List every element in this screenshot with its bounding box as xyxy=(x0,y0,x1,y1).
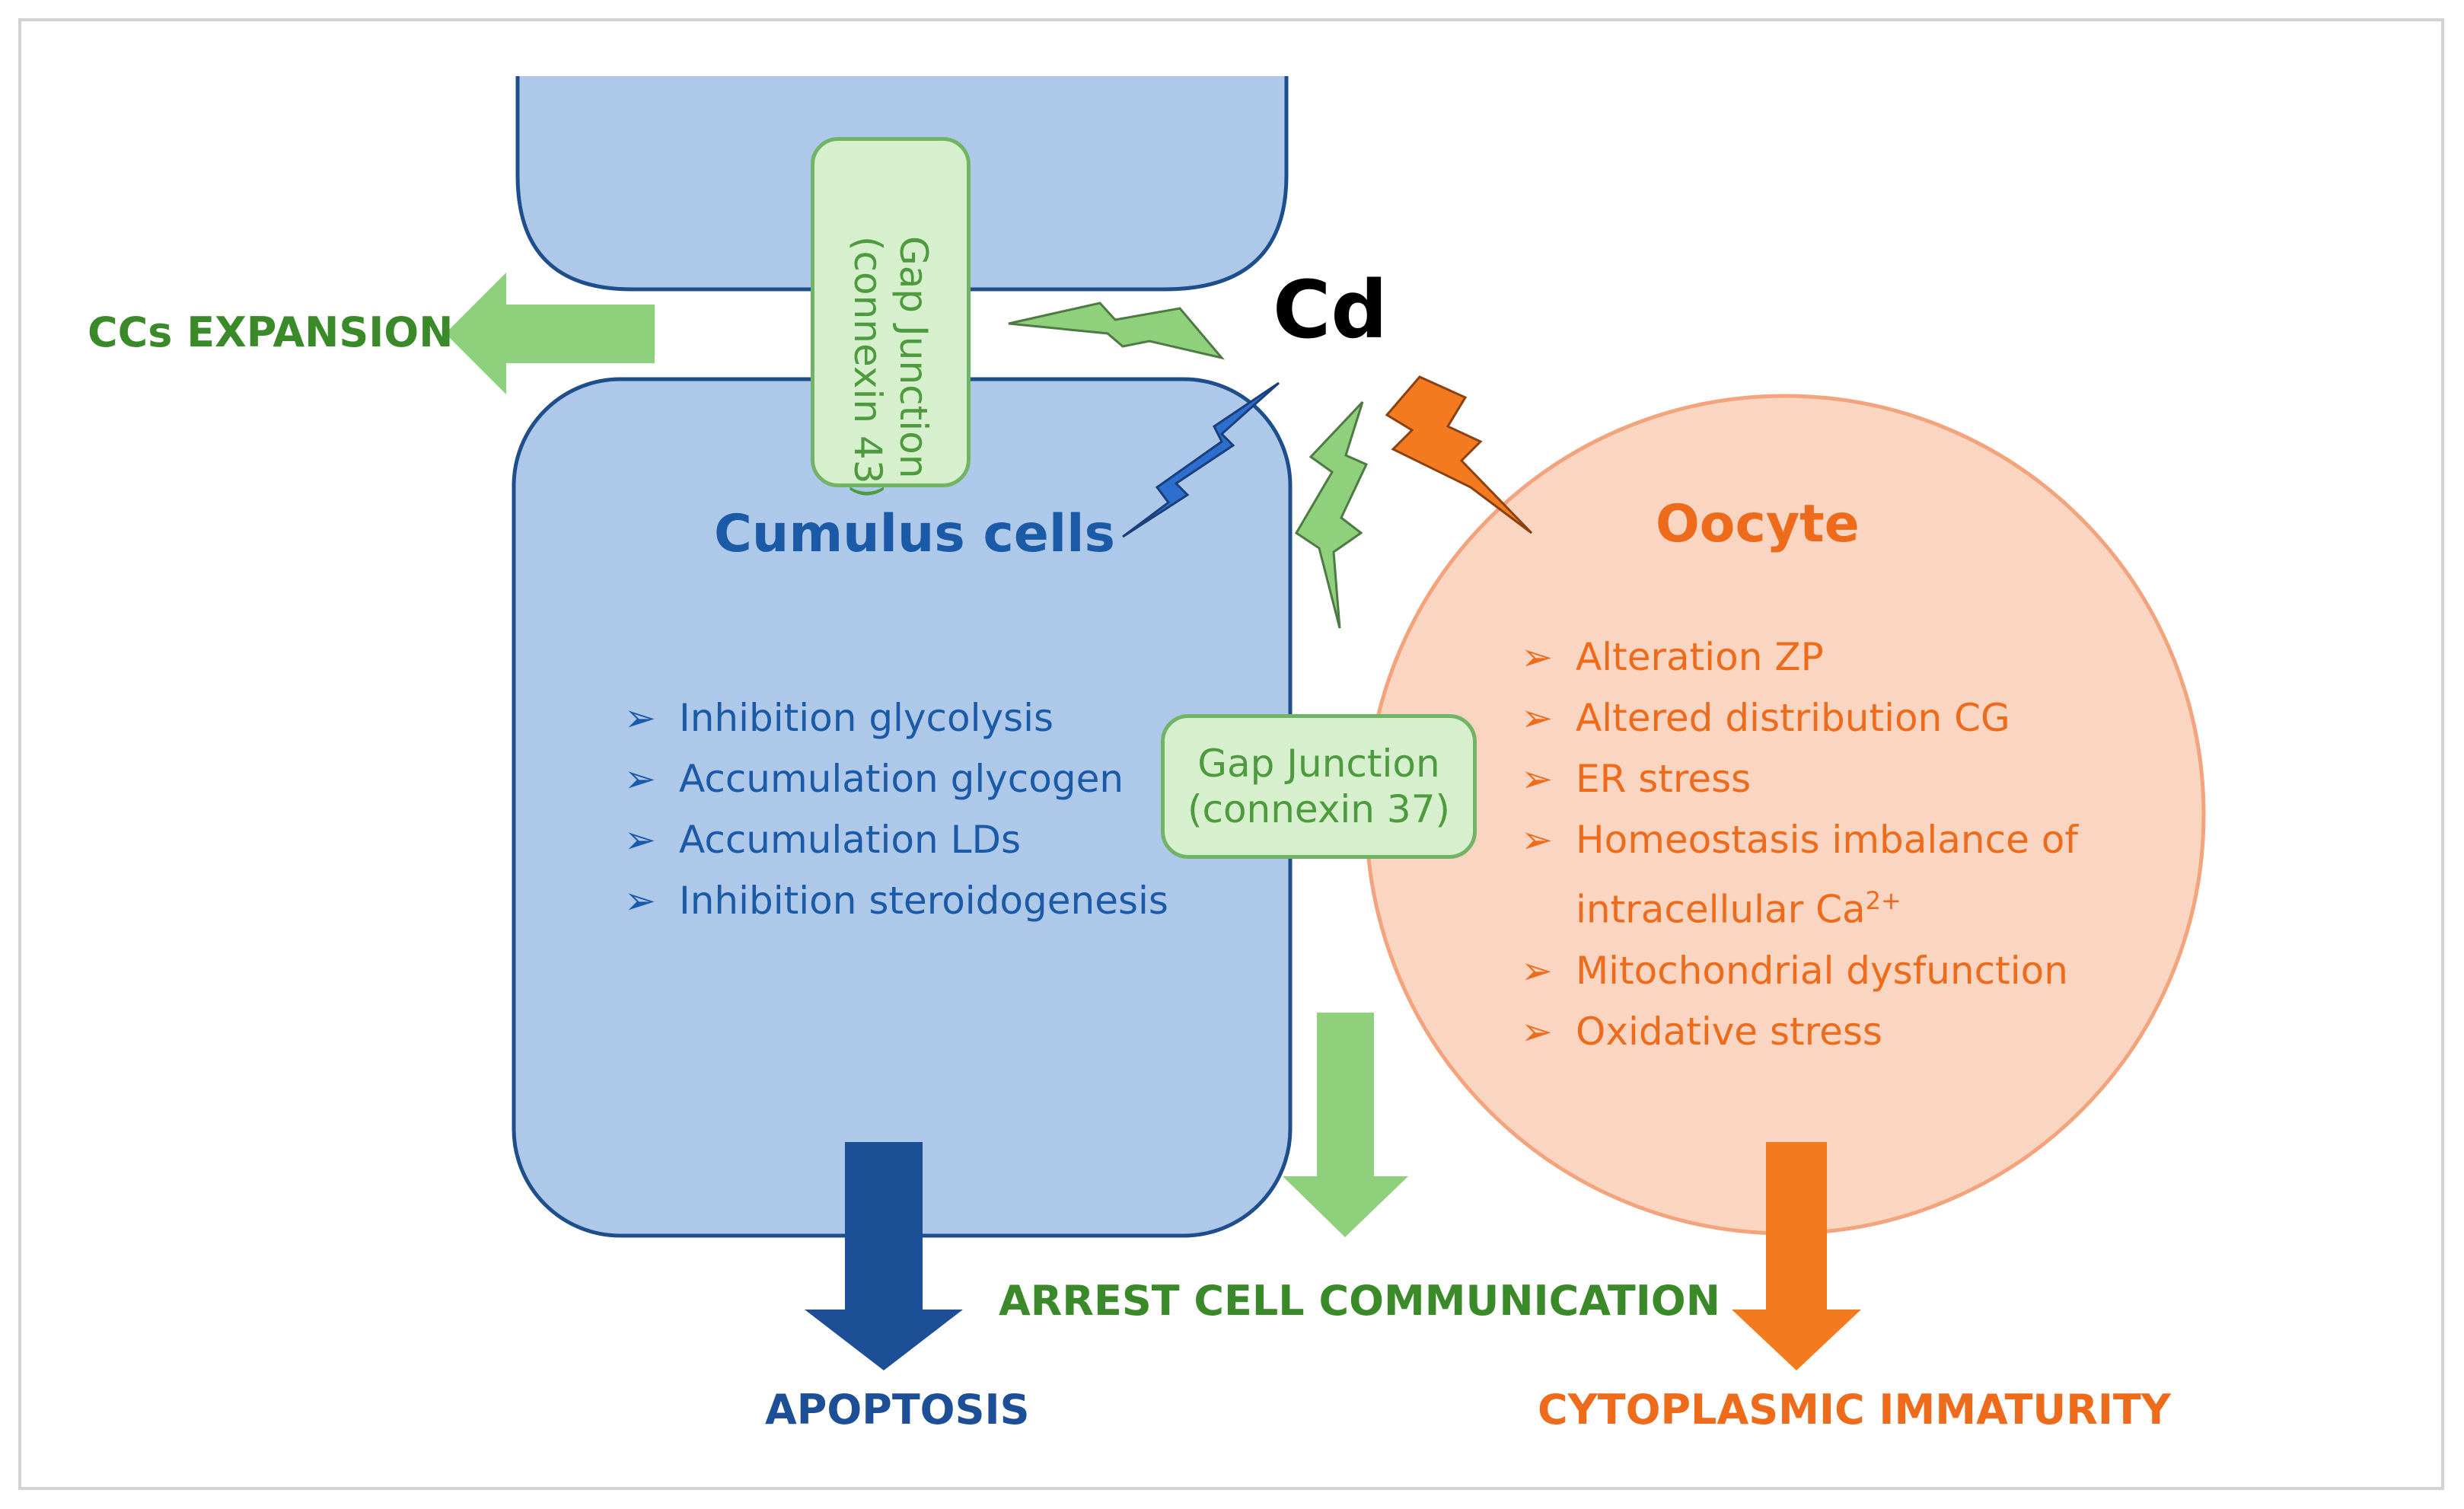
oocyte-effect-text: Oxidative stress xyxy=(1576,1009,1882,1054)
gap-junction-connexin-37: Gap Junction (connexin 37) xyxy=(1161,714,1477,859)
ccs-expansion-arrow xyxy=(445,273,655,394)
cumulus-effect-item: ➢ Inhibition steroidogenesis xyxy=(624,879,1168,922)
bullet-arrow-icon: ➢ xyxy=(1521,818,1553,862)
oocyte-effect-ca-charge: 2+ xyxy=(1865,886,1901,915)
oocyte-effect-ca-prefix: intracellular Ca xyxy=(1576,887,1866,932)
oocyte-effect-item: ➢ ER stress xyxy=(1521,758,2078,800)
bullet-arrow-icon: ➢ xyxy=(624,696,656,740)
oocyte-effect-text: Alteration ZP xyxy=(1576,635,1824,679)
oocyte-effect-item: ➢ Mitochondrial dysfunction xyxy=(1521,949,2078,992)
oocyte-effect-text: ER stress xyxy=(1576,757,1752,801)
cumulus-effect-item: ➢ Accumulation glycogen xyxy=(624,758,1168,800)
gap-junction-37-line2: (connexin 37) xyxy=(1187,787,1451,831)
bullet-arrow-icon: ➢ xyxy=(1521,1009,1553,1054)
oocyte-title: Oocyte xyxy=(1656,494,1860,554)
apoptosis-arrow xyxy=(805,1142,963,1370)
bullet-arrow-icon: ➢ xyxy=(624,879,656,923)
cytoplasmic-immaturity-arrow xyxy=(1732,1142,1861,1370)
oocyte-effect-item: ➢ Oxidative stress xyxy=(1521,1010,2078,1053)
bullet-arrow-icon: ➢ xyxy=(1521,948,1553,993)
gap-junction-43-line2: (connexin 43) xyxy=(846,236,890,499)
gap-junction-43-line1: Gap Junction xyxy=(891,236,936,479)
oocyte-effects-list: ➢ Alteration ZP ➢ Altered distribution C… xyxy=(1521,636,2078,1053)
cumulus-effect-text: Inhibition steroidogenesis xyxy=(679,879,1168,923)
oocyte-effect-item: ➢ Altered distribution CG xyxy=(1521,697,2078,739)
oocyte-effect-text-ca: intracellular Ca2+ xyxy=(1576,879,2078,931)
cumulus-effects-list: ➢ Inhibition glycolysis ➢ Accumulation g… xyxy=(624,697,1168,922)
oocyte-effect-item: ➢ Homeostasis imbalance of intracellular… xyxy=(1521,818,2078,931)
bullet-arrow-icon: ➢ xyxy=(1521,757,1553,801)
cumulus-effect-text: Accumulation glycogen xyxy=(679,757,1124,801)
bullet-arrow-icon: ➢ xyxy=(624,757,656,801)
cumulus-effect-item: ➢ Inhibition glycolysis xyxy=(624,697,1168,739)
oocyte-effect-text: Mitochondrial dysfunction xyxy=(1576,948,2068,993)
cadmium-label: Cd xyxy=(1273,263,1388,356)
lightning-bolt-green-center xyxy=(1294,400,1369,629)
lightning-bolt-green-left xyxy=(1008,301,1226,360)
cumulus-effect-text: Accumulation LDs xyxy=(679,818,1021,862)
oocyte-effect-text: Altered distribution CG xyxy=(1576,696,2010,740)
bullet-arrow-icon: ➢ xyxy=(1521,696,1553,740)
cytoplasmic-immaturity-label: CYTOPLASMIC IMMATURITY xyxy=(1538,1386,2171,1434)
oocyte-effect-text-multiline: Homeostasis imbalance of intracellular C… xyxy=(1576,818,2078,931)
lightning-bolt-orange xyxy=(1385,375,1533,534)
bullet-arrow-icon: ➢ xyxy=(1521,635,1553,679)
apoptosis-label: APOPTOSIS xyxy=(765,1386,1030,1434)
gap-junction-connexin-43: Gap Junction (connexin 43) xyxy=(811,137,971,499)
cumulus-effect-text: Inhibition glycolysis xyxy=(679,696,1054,740)
bullet-arrow-icon: ➢ xyxy=(624,818,656,862)
oocyte-effect-text: Homeostasis imbalance of xyxy=(1576,818,2078,862)
ccs-expansion-label: CCs EXPANSION xyxy=(88,308,454,356)
arrest-communication-label: ARREST CELL COMMUNICATION xyxy=(999,1277,1720,1325)
arrest-communication-arrow xyxy=(1283,1013,1408,1237)
gap-junction-37-line1: Gap Junction xyxy=(1197,742,1440,786)
figure-frame xyxy=(18,18,2444,1490)
cumulus-cells-title: Cumulus cells xyxy=(714,504,1115,564)
lightning-bolt-blue xyxy=(1122,381,1280,538)
oocyte-effect-item: ➢ Alteration ZP xyxy=(1521,636,2078,678)
cumulus-effect-item: ➢ Accumulation LDs xyxy=(624,818,1168,861)
